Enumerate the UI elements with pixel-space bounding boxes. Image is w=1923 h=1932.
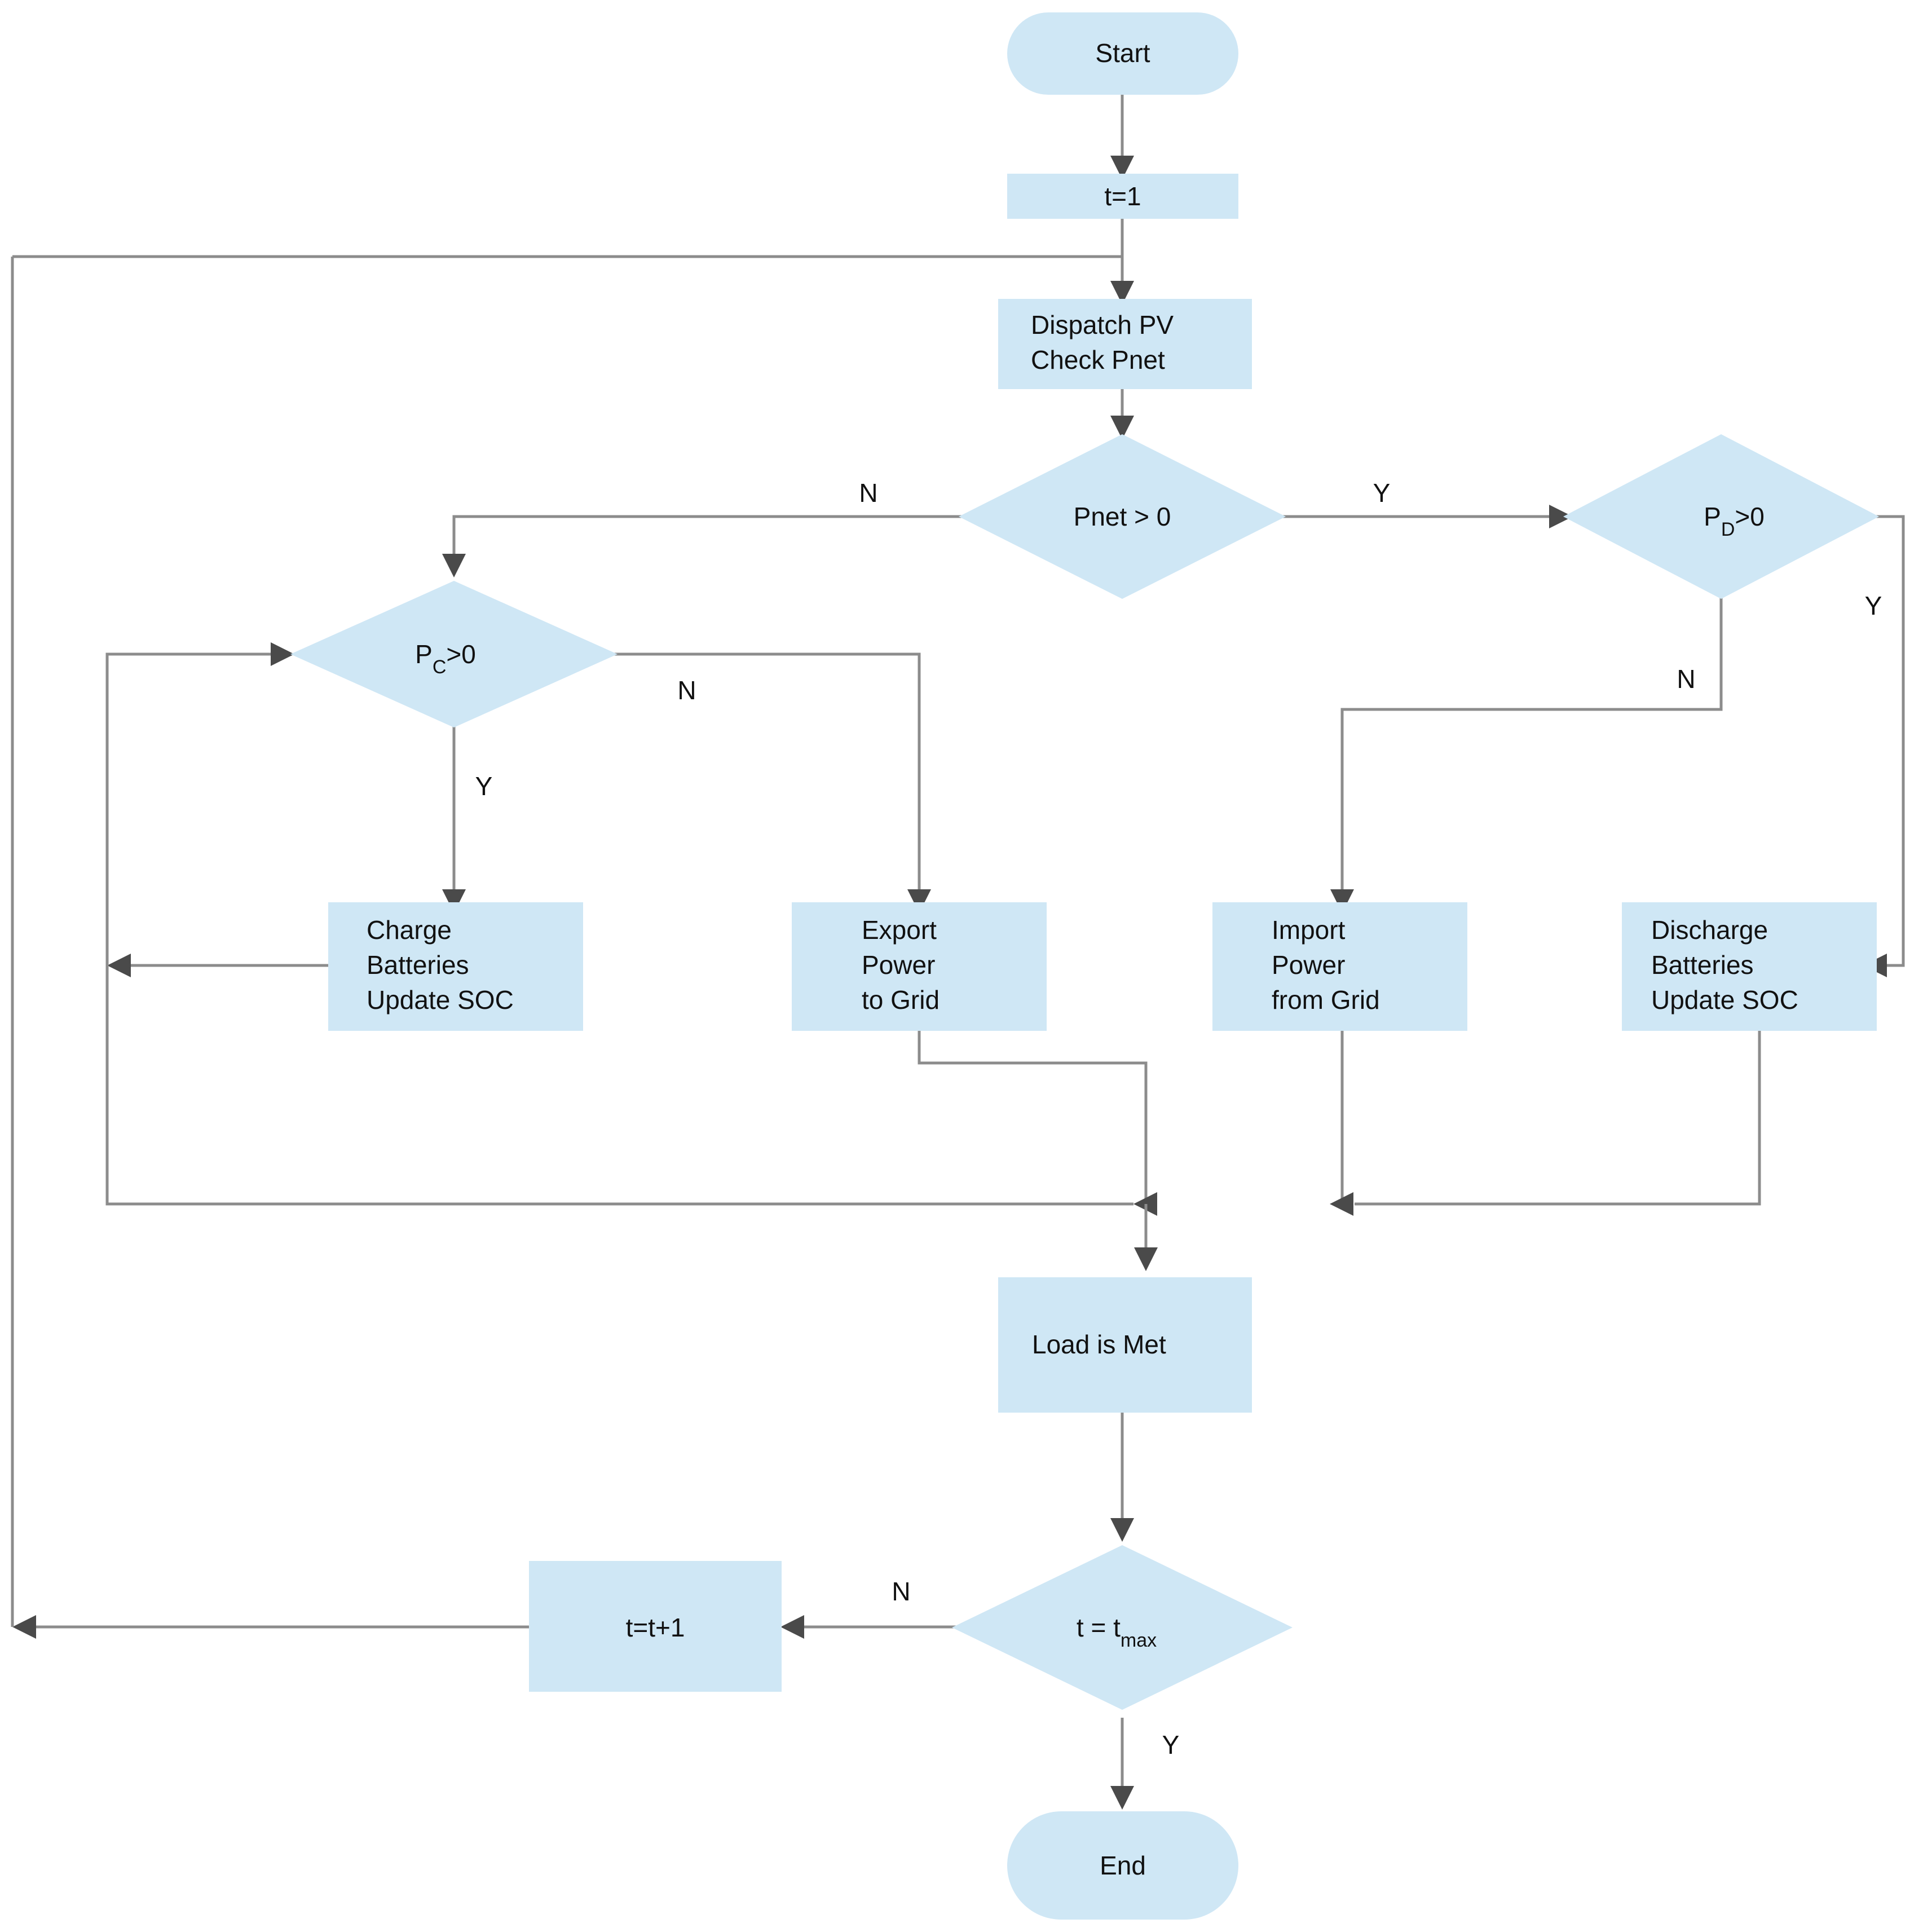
merge-bus-arrowheads [1133, 1192, 1353, 1216]
pd-subscript: D [1721, 519, 1735, 540]
node-load-is-met[interactable]: Load is Met [998, 1277, 1252, 1413]
node-start[interactable]: Start [1007, 12, 1238, 95]
pc-shape [290, 581, 618, 727]
discharge-shape [1622, 902, 1877, 1031]
edge-load-met-to-tmax [1110, 1413, 1134, 1542]
pc-label: PC>0 [415, 639, 476, 678]
edge-label-tmax-yes: Y [1162, 1730, 1180, 1759]
edge-charge-to-merge [105, 965, 1133, 1206]
import-shape [1212, 902, 1467, 1031]
pnet-shape [959, 434, 1286, 599]
edge-pd-no-to-import [1330, 597, 1723, 913]
node-import-power[interactable]: Import Power from Grid [1212, 902, 1467, 1031]
charge-line-1: Charge [367, 915, 452, 945]
edge-pc-yes-to-charge [442, 724, 466, 913]
edge-layer [11, 95, 1905, 1810]
tmax-base: t = t [1077, 1613, 1121, 1642]
export-line-2: Power [862, 950, 935, 980]
start-label: Start [1095, 38, 1150, 68]
node-decision-pc[interactable]: PC>0 [290, 581, 618, 727]
pnet-label: Pnet > 0 [1074, 502, 1171, 531]
node-discharge-batteries[interactable]: Discharge Batteries Update SOC [1622, 902, 1877, 1031]
edge-increment-to-loop [11, 257, 530, 1639]
import-line-1: Import [1272, 915, 1346, 945]
edge-pnet-no-to-pc [442, 515, 967, 577]
start-shape [1007, 12, 1238, 95]
end-shape [1007, 1811, 1238, 1920]
pd-label: PD>0 [1704, 502, 1765, 540]
charge-line-2: Batteries [367, 950, 469, 980]
discharge-line-3: Update SOC [1651, 985, 1798, 1014]
edge-pnet-yes-to-pd [1277, 505, 1573, 528]
node-export-power[interactable]: Export Power to Grid [792, 902, 1047, 1031]
edge-label-pd-yes: Y [1865, 591, 1882, 620]
edge-export-to-merge [918, 1031, 1148, 1204]
load-met-label: Load is Met [1032, 1330, 1166, 1359]
increment-label: t=t+1 [626, 1613, 685, 1642]
pd-tail: >0 [1735, 502, 1764, 531]
dispatch-line-1: Dispatch PV [1031, 310, 1174, 339]
edge-label-layer: N Y Y N Y N N Y [475, 478, 1882, 1759]
export-line-1: Export [862, 915, 937, 945]
increment-shape [529, 1561, 782, 1692]
discharge-line-1: Discharge [1651, 915, 1768, 945]
edge-label-pd-no: N [1677, 664, 1695, 694]
dispatch-shape [998, 299, 1252, 389]
edge-label-tmax-no: N [892, 1577, 910, 1606]
edge-tmax-no-to-increment [780, 1615, 967, 1639]
pc-subscript: C [433, 656, 447, 678]
edge-tmax-yes-to-end [1110, 1718, 1134, 1810]
export-shape [792, 902, 1047, 1031]
edge-start-to-init [1110, 95, 1134, 179]
init-t-label: t=1 [1104, 182, 1141, 211]
pc-tail: >0 [446, 639, 475, 669]
export-line-3: to Grid [862, 985, 940, 1014]
node-end[interactable]: End [1007, 1811, 1238, 1920]
charge-line-3: Update SOC [367, 985, 514, 1014]
edge-label-pnet-yes: Y [1373, 478, 1391, 508]
pc-base: P [415, 639, 433, 669]
edge-charge-to-pc-loop [105, 642, 328, 977]
node-increment-t[interactable]: t=t+1 [529, 1561, 782, 1692]
pd-base: P [1704, 502, 1721, 531]
tmax-subscript: max [1121, 1630, 1157, 1651]
tmax-label: t = tmax [1077, 1613, 1157, 1651]
import-line-3: from Grid [1272, 985, 1380, 1014]
node-charge-batteries[interactable]: Charge Batteries Update SOC [328, 902, 583, 1031]
charge-shape [328, 902, 583, 1031]
import-line-2: Power [1272, 950, 1345, 980]
edge-dispatch-to-pnet [1110, 389, 1134, 439]
edge-label-pc-yes: Y [475, 771, 493, 801]
edge-pc-no-to-export [614, 652, 931, 913]
node-decision-pd[interactable]: PD>0 [1563, 434, 1879, 599]
edge-merge-to-load-met [1134, 1204, 1158, 1271]
edge-init-to-dispatch [1110, 219, 1134, 305]
pd-shape [1563, 434, 1879, 599]
load-met-shape [998, 1277, 1252, 1413]
init-t-shape [1007, 174, 1238, 219]
node-init-t[interactable]: t=1 [1007, 174, 1238, 219]
tmax-shape [952, 1545, 1293, 1710]
discharge-line-2: Batteries [1651, 950, 1754, 980]
end-label: End [1100, 1851, 1146, 1880]
edge-label-pc-no: N [677, 676, 696, 705]
dispatch-line-2: Check Pnet [1031, 345, 1165, 374]
node-dispatch-pv[interactable]: Dispatch PV Check Pnet [998, 299, 1252, 389]
node-decision-tmax[interactable]: t = tmax [952, 1545, 1293, 1710]
node-decision-pnet[interactable]: Pnet > 0 [959, 434, 1286, 599]
edge-label-pnet-no: N [859, 478, 877, 508]
edge-discharge-to-merge [1355, 1031, 1761, 1206]
